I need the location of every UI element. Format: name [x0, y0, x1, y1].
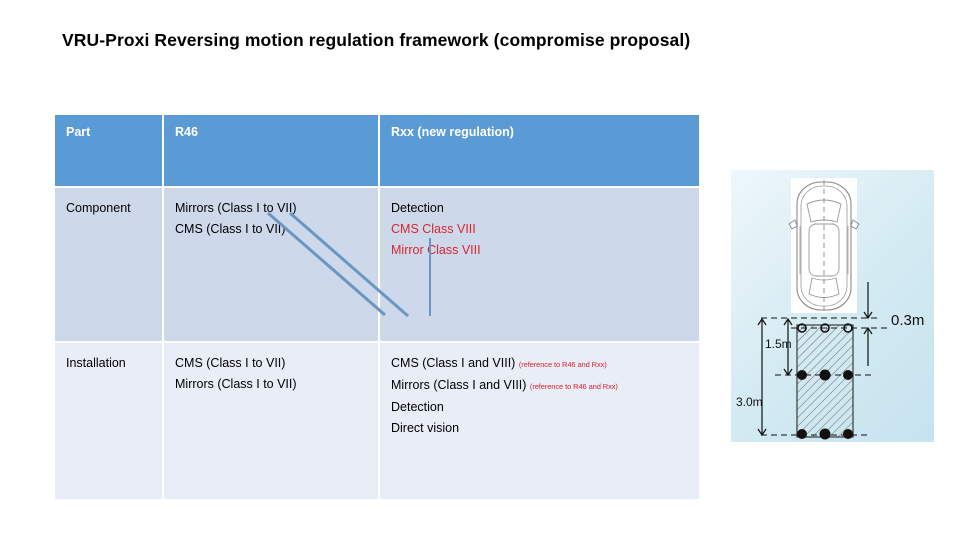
rxx-installation-text-1: CMS (Class I and VIII): [391, 356, 516, 370]
comparison-table-container: Part R46 Rxx (new regulation) Component …: [53, 113, 699, 499]
r46-component-line-1: Mirrors (Class I to VII): [175, 201, 297, 215]
column-header-rxx: Rxx (new regulation): [380, 115, 699, 186]
cell-r46-component: Mirrors (Class I to VII) CMS (Class I to…: [164, 188, 378, 341]
rxx-installation-line-3: Detection: [391, 400, 444, 414]
rxx-installation-line-1: CMS (Class I and VIII) (reference to R46…: [391, 353, 689, 375]
mid-marker-points: [797, 369, 853, 381]
rxx-installation-note-1: (reference to R46 and Rxx): [518, 360, 607, 369]
row-label-installation: Installation: [66, 356, 126, 370]
table-header-row: Part R46 Rxx (new regulation): [55, 115, 699, 186]
table-row: Installation CMS (Class I to VII) Mirror…: [55, 343, 699, 499]
cell-part-component: Component: [55, 188, 162, 341]
near-marker-points: [797, 323, 853, 333]
rxx-installation-text-2: Mirrors (Class I and VIII): [391, 378, 527, 392]
column-header-r46: R46: [164, 115, 378, 186]
dimension-arrows: [757, 282, 873, 437]
cell-rxx-component: Detection CMS Class VIII Mirror Class VI…: [380, 188, 699, 341]
dimension-label-far: 3.0m: [736, 395, 763, 409]
rxx-installation-line-2: Mirrors (Class I and VIII) (reference to…: [391, 375, 689, 397]
car-top-view-icon: [788, 178, 860, 315]
detection-zone-area: [796, 324, 854, 438]
cell-rxx-installation: CMS (Class I and VIII) (reference to R46…: [380, 343, 699, 499]
rxx-installation-note-2: (reference to R46 and Rxx): [529, 382, 618, 391]
rxx-component-line-1: Detection: [391, 201, 444, 215]
r46-installation-line-2: Mirrors (Class I to VII): [175, 377, 297, 391]
far-marker-points: [797, 428, 853, 440]
rxx-component-line-3: Mirror Class VIII: [391, 243, 481, 257]
regulation-comparison-table: Part R46 Rxx (new regulation) Component …: [53, 113, 701, 501]
page-title: VRU-Proxi Reversing motion regulation fr…: [62, 30, 691, 50]
dimension-label-lateral: 0.3m: [891, 312, 924, 329]
r46-component-line-2: CMS (Class I to VII): [175, 222, 286, 236]
row-label-component: Component: [66, 201, 131, 215]
rxx-installation-line-4: Direct vision: [391, 421, 460, 435]
rxx-component-line-2: CMS Class VIII: [391, 222, 476, 236]
reversing-detection-diagram: 0.3m 1.5m 3.0m: [731, 170, 934, 442]
cell-r46-installation: CMS (Class I to VII) Mirrors (Class I to…: [164, 343, 378, 499]
column-header-part: Part: [55, 115, 162, 186]
cell-part-installation: Installation: [55, 343, 162, 499]
dimension-label-near: 1.5m: [765, 337, 792, 351]
r46-installation-line-1: CMS (Class I to VII): [175, 356, 286, 370]
table-row: Component Mirrors (Class I to VII) CMS (…: [55, 188, 699, 341]
